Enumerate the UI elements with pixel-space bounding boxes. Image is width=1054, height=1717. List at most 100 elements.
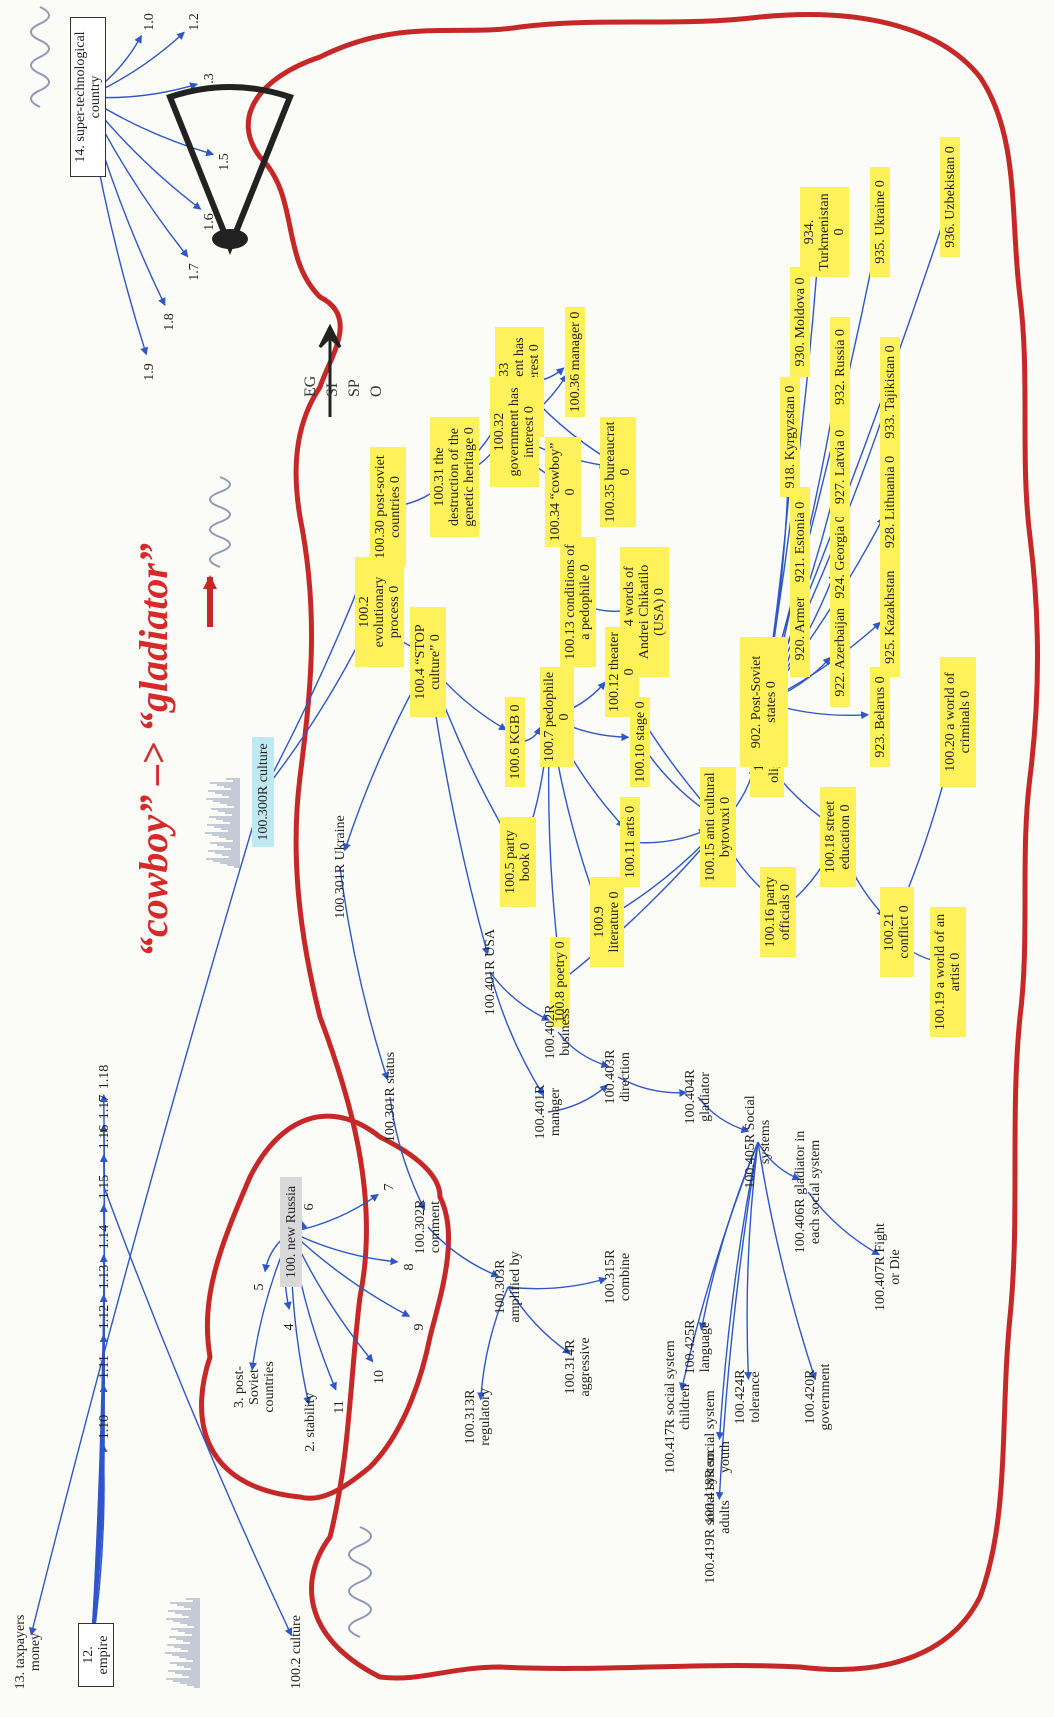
diagram-node-s10: 1.0	[141, 13, 157, 31]
diagram-node-n10034: 100.34 “cowboy” 0	[545, 437, 581, 547]
diagram-node-n3ps: 3. post-Soviet countries	[232, 1361, 277, 1413]
diagram-node-n100417: 100.417R social system children	[663, 1340, 693, 1474]
diagram-node-n1004: 100.4 “STOP culture” 0	[410, 607, 446, 717]
edge-n100406-n100407	[807, 1191, 881, 1256]
diagram-node-n2: 2. stability	[302, 1392, 318, 1452]
diagram-node-n1002: 100.2 evolutionary process 0	[355, 557, 404, 667]
legend-sp: SP	[346, 379, 363, 397]
diagram-node-c11: 11	[331, 1400, 347, 1414]
edge-n100405-n100417	[679, 1141, 759, 1391]
diagram-node-n100404: 100.404R gladiator	[683, 1069, 713, 1125]
diagram-node-n10020: 100.20 a world of criminals 0	[940, 657, 976, 787]
diagram-node-n10021: 100.21 conflict 0	[880, 887, 914, 977]
diagram-node-n935: 935. Ukraine 0	[870, 167, 890, 277]
diagram-node-s12: 1.2	[186, 13, 202, 31]
edge-n100401-n100402	[489, 971, 550, 1021]
diagram-node-n114: 1.14	[96, 1224, 112, 1250]
diagram-node-s19: 1.9	[141, 363, 157, 381]
diagram-node-s15: 1.5	[216, 153, 232, 171]
edge-n100404-n100405	[697, 1096, 750, 1134]
edge-n100nr-c9	[290, 1231, 411, 1317]
diagram-node-n100313: 100.313R regulatory	[463, 1388, 493, 1446]
spikes-culture	[205, 778, 240, 868]
edge-n100301s-n100302	[389, 1096, 426, 1211]
diagram-node-c7: 7	[381, 1183, 397, 1191]
diagram-node-n936: 936. Uzbekistan 0	[940, 137, 960, 257]
diagram-node-n10016: 100.16 party officials 0	[760, 867, 796, 957]
diagram-node-c10: 10	[371, 1370, 387, 1384]
diagram-node-n100315: 100.315R combine	[603, 1249, 633, 1305]
edge-n100401m-n100403	[547, 1084, 609, 1113]
edge-n10011-n10015	[629, 829, 708, 844]
diagram-node-n100300: 100.300R culture	[252, 737, 274, 847]
edge-n100301-n100301s	[339, 866, 390, 1081]
diagram-node-n10030: 100.30 post-soviet countries 0	[370, 447, 406, 567]
diagram-node-n930: 930. Moldova 0	[790, 267, 810, 377]
edge-n100303-n100313	[477, 1286, 509, 1401]
diagram-node-n1009: 100.9 literature 0	[590, 877, 624, 967]
headline-cowboy-gladiator: “cowboy” –> “gladiator”	[131, 543, 176, 957]
wave-left	[348, 1526, 372, 1638]
diagram-node-n100314: 100.314R aggressive	[563, 1337, 593, 1397]
diagram-node-n10036: 100.36 manager 0	[565, 307, 585, 417]
diagram-node-n1005: 100.5 party book 0	[500, 817, 536, 907]
diagram-node-n10018: 100.18 street education 0	[820, 787, 856, 887]
edge-n100405-n100420	[757, 1141, 817, 1381]
wave-top-right	[30, 6, 50, 108]
legend-arrow-icon	[318, 323, 342, 417]
diagram-node-c5: 5	[251, 1283, 267, 1291]
edge-n100303-n100315	[507, 1276, 608, 1290]
diagram-node-n921: 921. Estonia 0	[790, 487, 810, 597]
diagram-node-c4: 4	[281, 1323, 297, 1331]
diagram-node-n933: 933. Tajikistan 0	[880, 337, 900, 447]
diagram-node-s18: 1.8	[161, 313, 177, 331]
diagram-node-n10035: 100.35 bureaucrat 0	[600, 417, 636, 527]
diagram-node-n10010: 100.10 stage 0	[630, 697, 650, 787]
diagram-node-n100405: 100.405R Social systems	[743, 1095, 773, 1189]
diagram-node-n932: 932. Russia 0	[830, 317, 850, 417]
edge-n100405-n100406	[757, 1141, 801, 1181]
edge-n100405-n100418	[715, 1141, 759, 1441]
diagram-node-n918: 918. Kyrgyzstan 0	[780, 377, 800, 497]
diagram-node-n13tp: 13. taxpayers money	[13, 1614, 43, 1690]
diagram-node-n100303: 100.303R amplified by	[493, 1251, 523, 1323]
diagram-node-n10032: 100.32 government has interest 0	[490, 377, 539, 487]
edge-n1008-n10015	[559, 838, 711, 983]
edge-n100403-n100404	[617, 1076, 688, 1097]
region-main	[245, 12, 1040, 1681]
diagram-node-n110: 1.10	[96, 1414, 112, 1440]
diagram-node-n100403: 100.403R direction	[603, 1049, 633, 1105]
legend: EG SI SP O	[300, 376, 388, 397]
diagram-node-n10011: 100.11 arts 0	[620, 797, 640, 887]
diagram-node-n100407: 100.407R Fight or Die	[873, 1223, 903, 1311]
diagram-node-n924: 924. Georgia 0	[830, 507, 850, 607]
diagram-node-n100402: 100.402R business	[543, 1004, 573, 1060]
diagram-node-n100302: 100.302R comment	[413, 1199, 443, 1255]
diagram-node-n100406: 100.406R gladiator in each social system	[793, 1130, 823, 1254]
megaphone-icon	[166, 84, 294, 256]
diagram-node-n100420: 100.420R government	[803, 1363, 833, 1431]
diagram-node-n115: 1.15	[96, 1174, 112, 1200]
diagram-node-n10015: 100.15 anti cultural bytovuxi 0	[700, 767, 736, 887]
region-new-russia	[199, 1113, 452, 1501]
edge-n100405-n100419	[715, 1141, 759, 1501]
diagram-node-n14: 14. super-technological country	[70, 17, 106, 177]
legend-o: O	[368, 385, 385, 397]
diagram-node-s17: 1.7	[186, 263, 202, 281]
wave-headline	[209, 476, 231, 568]
diagram-node-n118: 1.18	[96, 1064, 112, 1090]
diagram-node-n1007: 100.7 pedophile 0	[540, 667, 574, 767]
edge-n100401-n100401m	[489, 971, 545, 1097]
diagram-node-n1006: 100.6 KGB 0	[505, 697, 525, 787]
spikes-empire	[165, 1598, 200, 1688]
diagram-node-n928: 928. Lithuania 0	[880, 437, 900, 567]
diagram-node-n112: 1.12	[96, 1304, 112, 1330]
legend-eg: EG	[302, 375, 319, 397]
diagram-node-s16: 1.6	[201, 213, 217, 231]
diagram-node-n100nr: 100. new Russia	[280, 1177, 302, 1287]
edge-n100405-n100424	[744, 1141, 759, 1381]
diagram-node-n100301s: 100.301R status	[382, 1051, 398, 1143]
diagram-node-n10031: 100.31 the destruction of the genetic he…	[430, 417, 479, 537]
